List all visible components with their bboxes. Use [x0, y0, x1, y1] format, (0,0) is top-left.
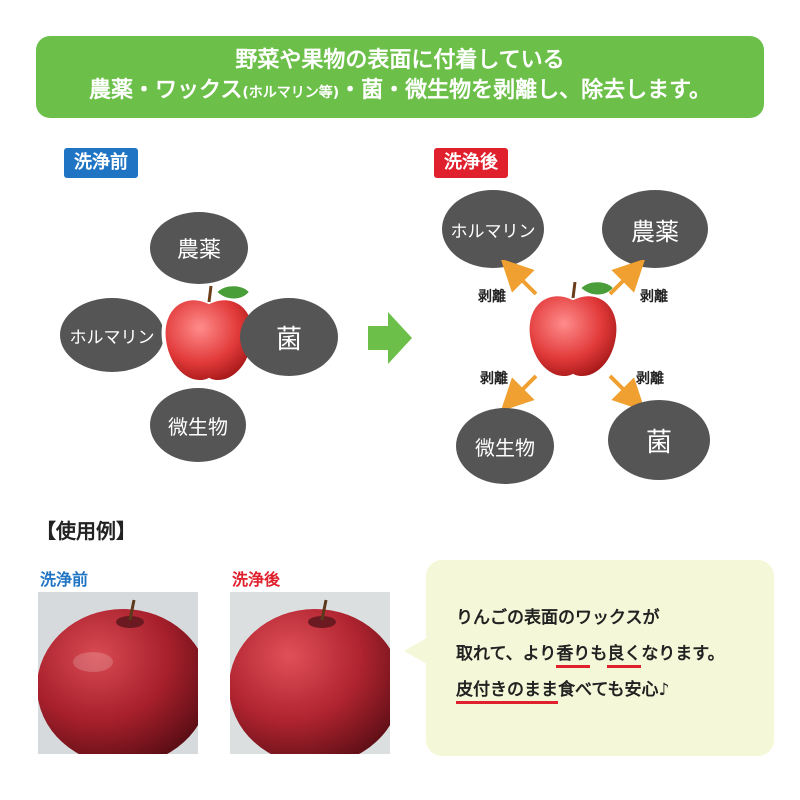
callout-underline-good: 良く [607, 644, 642, 668]
headline-banner: 野菜や果物の表面に付着している 農薬・ワックス(ホルマリン等)・菌・微生物を剥離… [36, 36, 764, 118]
after-bubble-microbe: 微生物 [456, 408, 554, 484]
callout-text: りんごの表面のワックスが 取れて、より香りも良くなります。 皮付きのまま食べても… [456, 600, 776, 708]
before-bubble-formalin: ホルマリン [60, 298, 164, 372]
photo-before [38, 592, 198, 754]
photo-after [230, 592, 390, 754]
callout-line-2: 取れて、より香りも良くなります。 [456, 636, 776, 672]
headline-line-2-a: 農薬・ワックス [89, 78, 243, 103]
before-bubble-bacteria: 菌 [240, 298, 338, 376]
callout-pointer [404, 636, 430, 666]
callout-underline-skin: 皮付きのまま [456, 680, 558, 704]
photo-after-label: 洗浄後 [232, 570, 281, 589]
headline-line-2-b: ・菌・微生物を剥離し、除去します。 [339, 78, 711, 103]
before-tag: 洗浄前 [64, 148, 138, 178]
photo-before-label: 洗浄前 [40, 570, 89, 589]
peel-label-bottom-left: 剥離 [480, 371, 508, 387]
callout-line-3-b: 食べても安心♪ [558, 680, 670, 700]
after-bubble-pesticide: 農薬 [602, 190, 708, 268]
apple-photo-after-icon [230, 592, 390, 754]
peel-label-bottom-right: 剥離 [636, 371, 664, 387]
callout-box [426, 560, 774, 756]
callout-underline-aroma: 香り [556, 644, 591, 668]
headline-line-2: 農薬・ワックス(ホルマリン等)・菌・微生物を剥離し、除去します。 [89, 76, 711, 108]
apple-photo-before-icon [38, 592, 198, 754]
after-bubble-bacteria: 菌 [608, 400, 710, 480]
peel-label-top-right: 剥離 [640, 289, 668, 305]
after-tag: 洗浄後 [434, 148, 508, 178]
callout-line-2-c: なります。 [641, 644, 725, 664]
after-apple-icon [525, 280, 621, 380]
before-bubble-pesticide: 農薬 [150, 212, 248, 284]
after-bubble-formalin: ホルマリン [442, 190, 544, 268]
callout-line-2-a: 取れて、より [456, 644, 557, 664]
peel-label-top-left: 剥離 [478, 289, 506, 305]
arrow-right-icon [368, 312, 412, 364]
before-bubble-microbe: 微生物 [150, 388, 246, 462]
callout-line-2-b: も [590, 644, 608, 664]
headline-line-1: 野菜や果物の表面に付着している [235, 48, 565, 73]
headline-line-2-small: (ホルマリン等) [242, 85, 340, 101]
example-title: 【使用例】 [36, 519, 136, 543]
peel-arrows [500, 260, 646, 410]
callout-line-3: 皮付きのまま食べても安心♪ [456, 672, 776, 708]
callout-line-1: りんごの表面のワックスが [456, 608, 660, 628]
